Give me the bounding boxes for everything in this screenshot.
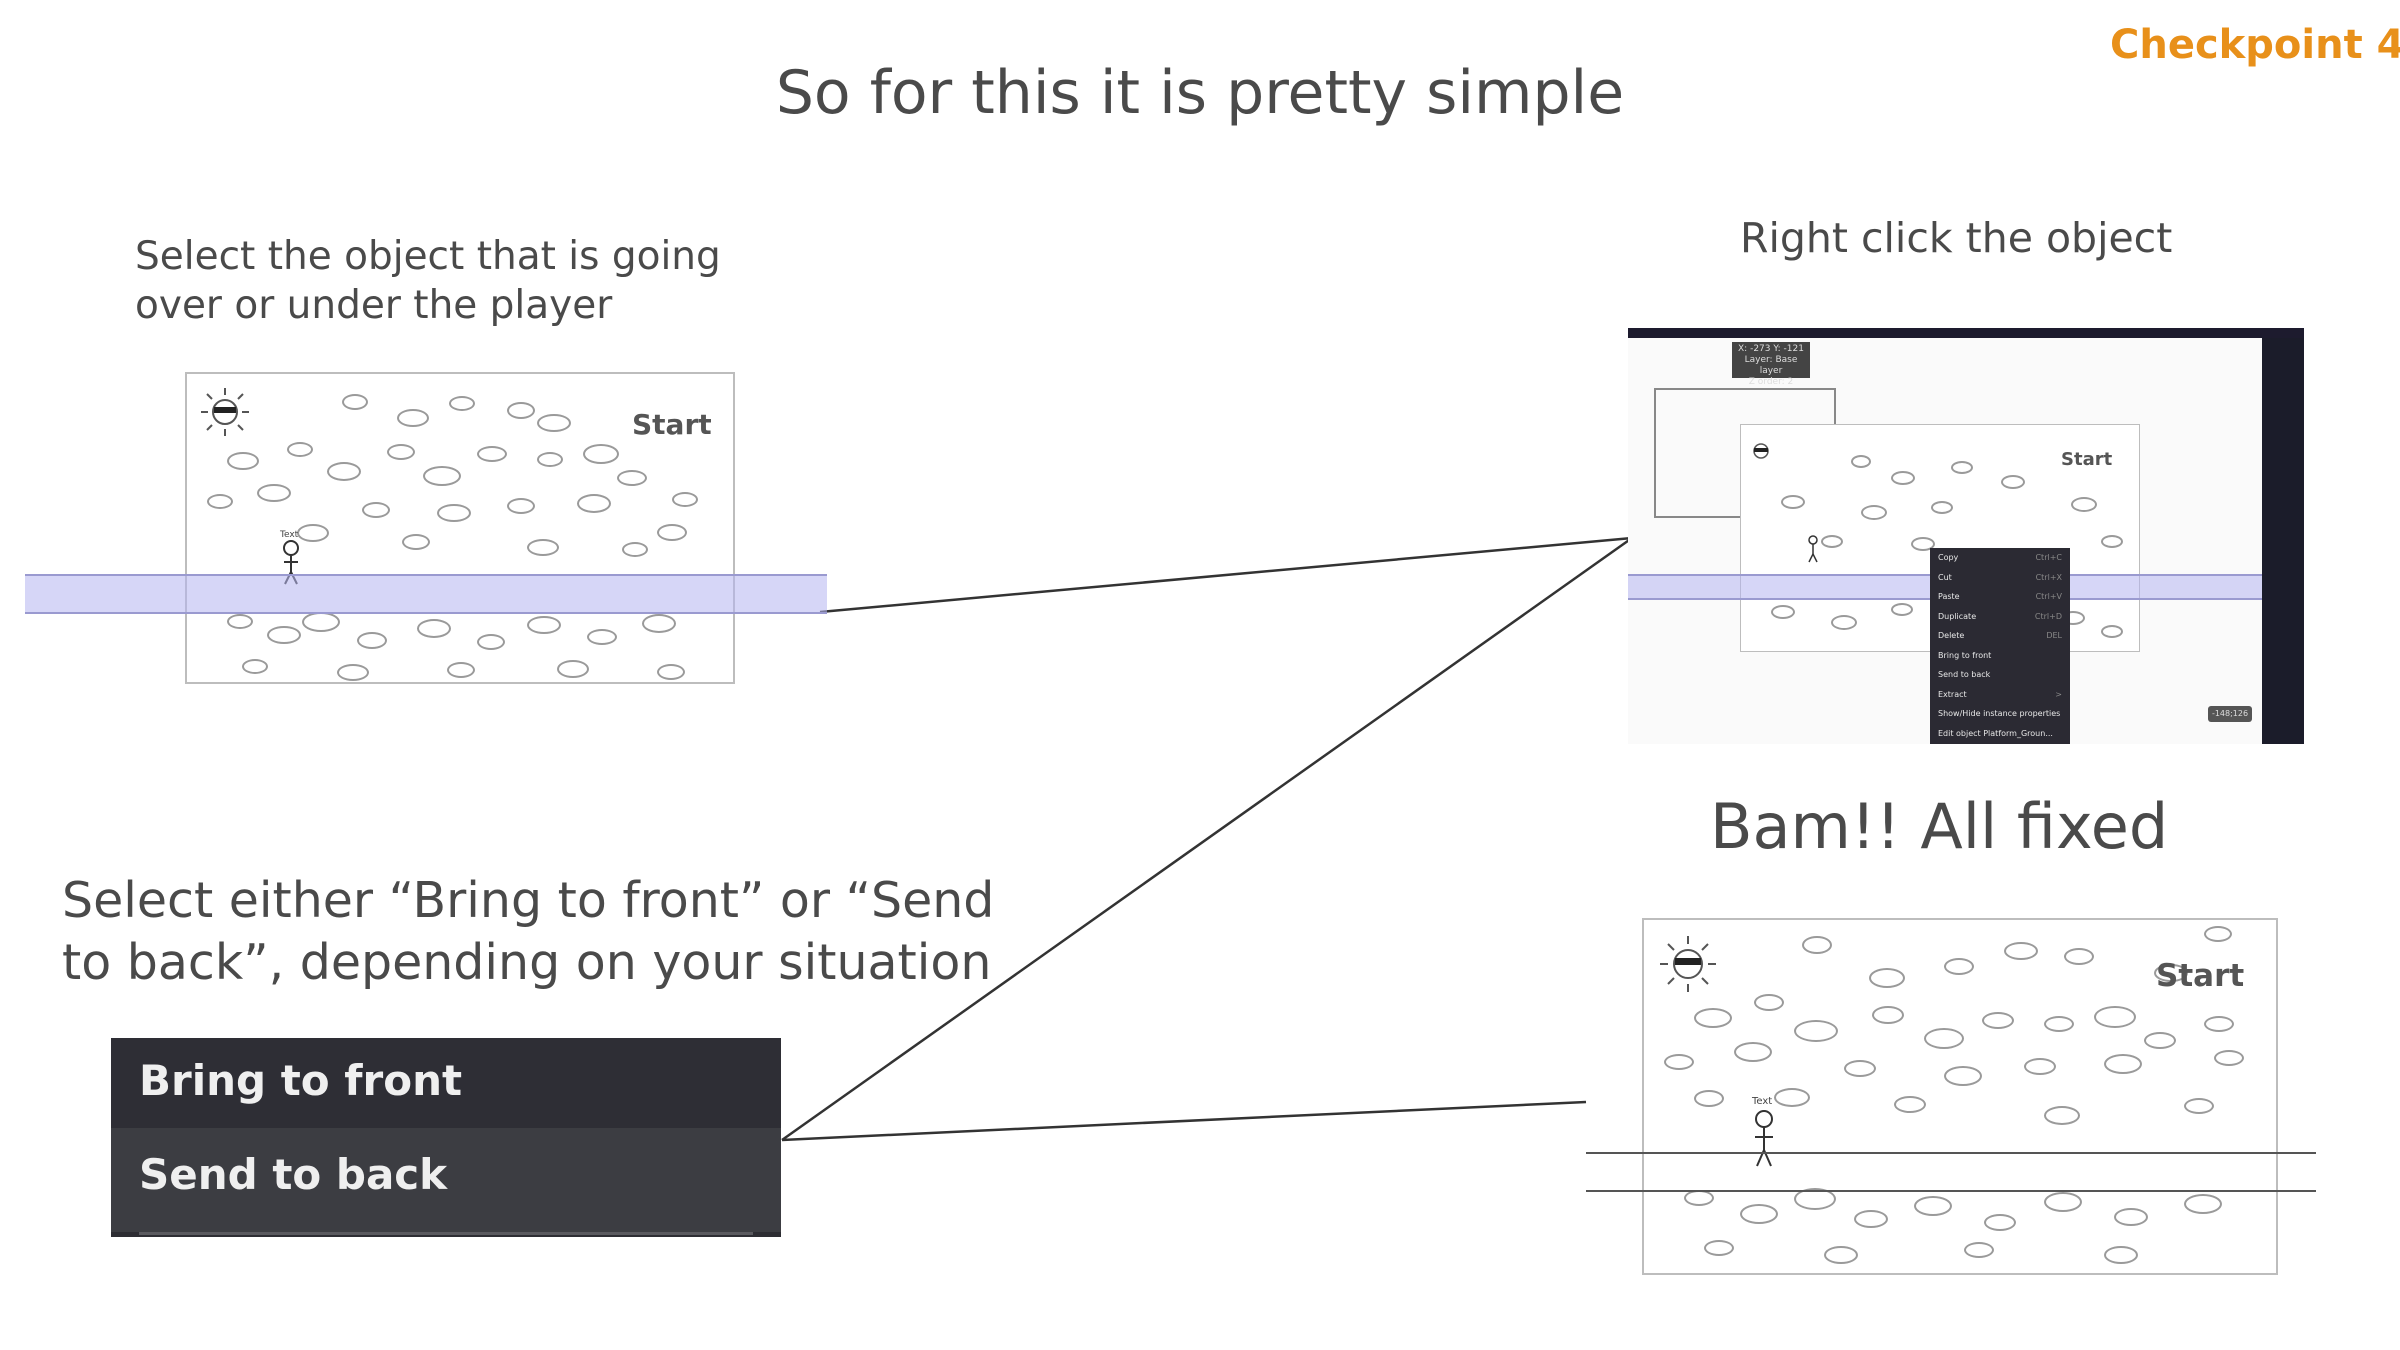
send-to-back-label: Send to back <box>139 1150 448 1199</box>
fixed-player-label: Text <box>1752 1096 1773 1107</box>
platform-bottom-edge <box>1586 1190 2316 1192</box>
menu-item-bring-to-front-large[interactable]: Bring to front <box>111 1038 781 1128</box>
tooltip-line: Z order: 2 <box>1748 377 1794 387</box>
tooltip-line: X: -273 Y: -121 <box>1738 344 1804 354</box>
tooltip-line: Layer: Base layer <box>1744 355 1798 376</box>
caption-right-click: Right click the object <box>1740 214 2173 262</box>
menu-item-extract[interactable]: Extract> <box>1938 689 2062 699</box>
menu-crop-screenshot: Bring to front Send to back <box>111 1038 781 1237</box>
menu-item-send-to-back-large[interactable]: Send to back <box>111 1128 781 1232</box>
caption-all-fixed: Bam!! All fixed <box>1710 790 2169 863</box>
start-label: Start <box>632 408 712 441</box>
scene-screenshot-after: Start Text <box>1642 918 2278 1275</box>
platform-top-edge <box>1586 1152 2316 1154</box>
menu-item-show-hide-properties[interactable]: Show/Hide instance properties <box>1938 709 2061 718</box>
editor-toolbar <box>1628 328 2304 338</box>
editor-player-icon <box>1808 535 1818 563</box>
fixed-player-stickman-icon <box>1755 1110 1773 1167</box>
menu-item-bring-to-front[interactable]: Bring to front <box>1938 650 1992 660</box>
editor-sun-icon <box>1753 443 1769 459</box>
sun-icon <box>201 388 249 436</box>
fixed-start-label: Start <box>2156 958 2245 994</box>
checkpoint-label: Checkpoint 4 <box>2110 22 2400 68</box>
platform-band-selected[interactable] <box>25 574 827 614</box>
caption-select-object: Select the object that is going over or … <box>135 234 721 328</box>
fixed-scene-canvas: Start Text <box>1642 918 2278 1275</box>
editor-position-tooltip: X: -273 Y: -121 Layer: Base layer Z orde… <box>1732 342 1810 387</box>
editor-cursor-readout: -148;126 <box>2208 706 2252 722</box>
player-label: Text <box>280 530 299 540</box>
caption-choose-option: Select either “Bring to front” or “Send … <box>62 872 995 991</box>
editor-objects-panel <box>2262 338 2304 744</box>
editor-start-label: Start <box>2061 449 2113 470</box>
editor-screenshot: X: -273 Y: -121 Layer: Base layer Z orde… <box>1628 328 2304 744</box>
menu-divider <box>139 1232 753 1235</box>
menu-item-edit-object[interactable]: Edit object Platform_Groun... <box>1938 728 2053 738</box>
scene-canvas: Start Text <box>185 372 735 684</box>
bring-to-front-label: Bring to front <box>139 1056 463 1105</box>
menu-item-send-to-back[interactable]: Send to back <box>1938 670 1991 679</box>
fixed-sun-icon <box>1660 936 1716 992</box>
scene-screenshot-before: Start Text <box>185 372 735 684</box>
slide-title: So for this it is pretty simple <box>775 58 1625 128</box>
